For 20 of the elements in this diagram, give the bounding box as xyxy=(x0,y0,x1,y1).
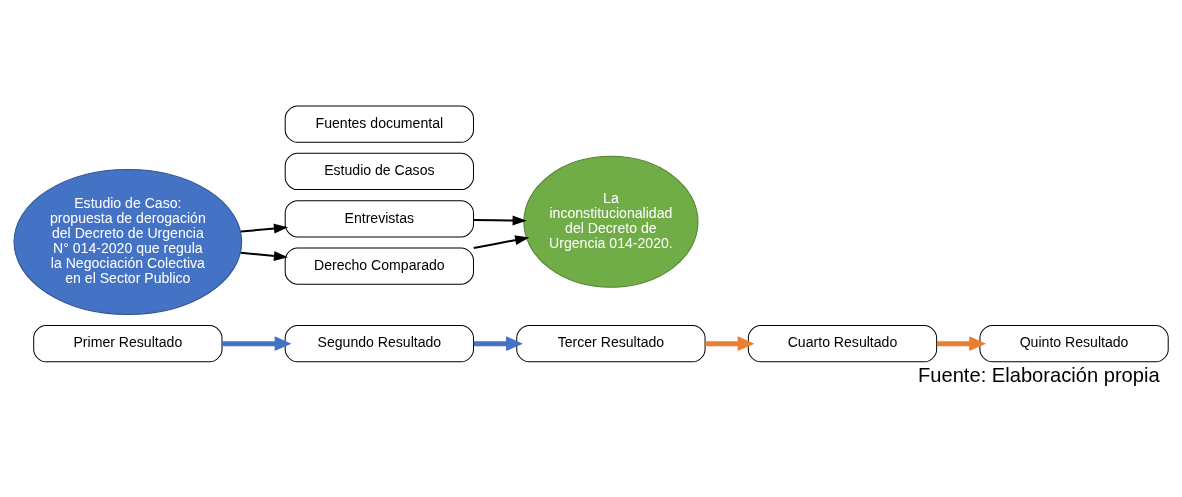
node-box: Estudio de Casos xyxy=(284,152,474,190)
node-box: Tercer Resultado xyxy=(516,324,706,362)
arrow xyxy=(936,335,987,351)
arrow xyxy=(473,335,523,351)
caption: Fuente: Elaboración propia xyxy=(917,363,1160,386)
node-box: Cuarto Resultado xyxy=(747,324,938,362)
node-box: Segundo Resultado xyxy=(284,324,474,362)
node-ellipse: La inconstitucionalidad del Decreto de Urgencia 014-2020. xyxy=(523,155,699,288)
node-box: Entrevistas xyxy=(284,199,474,237)
arrow xyxy=(473,215,527,225)
arrow xyxy=(222,335,292,351)
node-box: Primer Resultado xyxy=(33,324,223,362)
node-box: Quinto Resultado xyxy=(979,324,1169,362)
arrow xyxy=(240,250,289,261)
arrow xyxy=(240,223,289,233)
node-box: Fuentes documental xyxy=(284,105,474,143)
arrow xyxy=(473,234,530,249)
node-ellipse: Estudio de Caso: propuesta de derogación del Decreto de Urgencia N° 014-2020 que regula la Negociación Colectiva en el Sector Publico xyxy=(13,168,243,315)
node-box: Derecho Comparado xyxy=(284,247,474,285)
arrow xyxy=(705,335,755,351)
